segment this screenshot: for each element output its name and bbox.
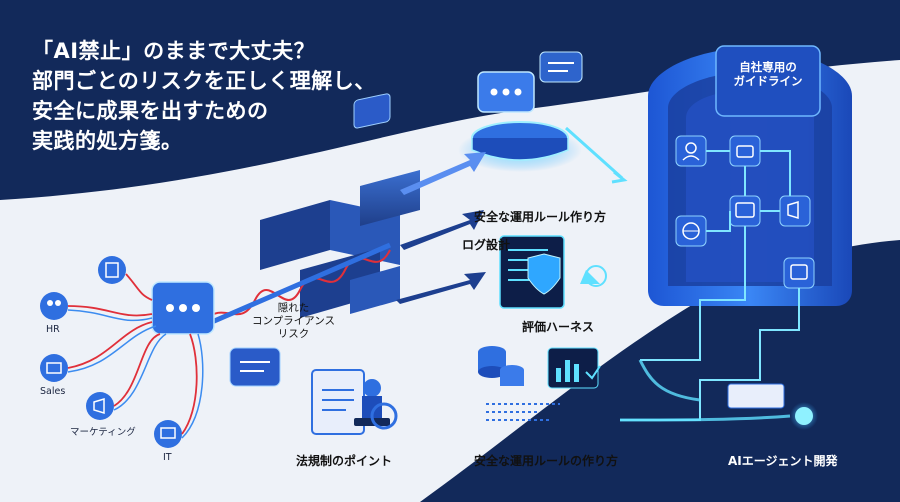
log-terminal-icon	[499, 235, 607, 309]
label-eval-harness: 評価ハーネス	[522, 320, 595, 334]
navy-top-band	[0, 0, 900, 200]
ai-agent-node	[727, 383, 818, 430]
guideline-tower	[620, 45, 852, 421]
headline: 「AI禁止」のままで大丈夫？ 部門ごとのリスクを正しく理解し、 安全に成果を出す…	[32, 36, 472, 156]
label-ai-agent-dev: AIエージェント開発	[728, 454, 838, 468]
dept-marketing-label: マーケティング	[70, 427, 136, 438]
risk-maze	[260, 93, 486, 318]
central-chat-bubble	[151, 281, 215, 335]
label-legal-points: 法規制のポイント	[296, 454, 393, 468]
dept-sales-label: Sales	[40, 386, 66, 397]
small-chat-bubble	[229, 347, 281, 387]
risk-line-2: コンプライアンス	[252, 315, 336, 327]
risk-line-3: リスク	[277, 328, 310, 340]
department-nodes	[40, 256, 204, 448]
pipe-line	[204, 242, 391, 328]
guideline-title-line-1: 自社専用の	[739, 60, 797, 74]
guideline-title: 自社専用の ガイドライン	[722, 60, 814, 88]
hidden-compliance-risk-label: 隠れた コンプライアンス リスク	[252, 302, 335, 341]
chat-pedestal	[458, 51, 628, 184]
risk-line-1: 隠れた	[277, 302, 310, 314]
guideline-title-line-2: ガイドライン	[733, 74, 803, 88]
dept-it-label: IT	[163, 452, 172, 463]
label-ops-rules-top: 安全な運用ルール作り方	[474, 210, 607, 224]
data-stats-icons	[478, 346, 601, 421]
headline-line-1: 「AI禁止」のままで大丈夫？	[32, 39, 316, 63]
legal-document-icon	[311, 369, 398, 435]
label-log-design: ログ設計	[462, 238, 511, 252]
dept-hr-label: HR	[46, 324, 60, 335]
headline-line-2: 部門ごとのリスクを正しく理解し、	[32, 69, 376, 93]
headline-line-4: 実践的処方箋。	[32, 129, 183, 153]
label-ops-rules-bottom: 安全な運用ルールの作り方	[474, 454, 619, 468]
headline-line-3: 安全に成果を出すための	[32, 99, 269, 123]
